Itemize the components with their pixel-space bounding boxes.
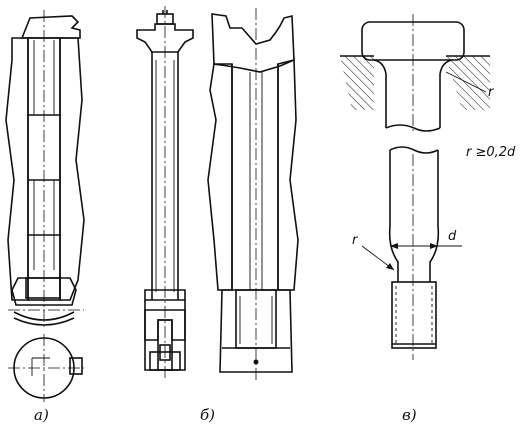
top-head-a	[20, 15, 81, 39]
bolt-shank	[388, 150, 440, 282]
key-slot	[69, 357, 83, 375]
figure-b-housing	[207, 8, 299, 380]
r-leader-top	[445, 71, 487, 93]
r-label-top: r	[488, 85, 495, 100]
housing-head	[211, 13, 295, 73]
lower-body-b	[144, 289, 186, 371]
thread-section	[391, 281, 437, 349]
housing-left-wall	[207, 63, 233, 291]
bolt-neck	[385, 74, 441, 128]
left-sleeve-a	[5, 37, 29, 301]
housing-right-wall	[277, 58, 299, 291]
figure-a	[5, 10, 85, 402]
d-label: d	[448, 229, 457, 244]
r-rule-label: r ≥0,2d	[466, 145, 516, 160]
figure-v: r r ≥0,2d d r	[340, 14, 516, 360]
label-v: в)	[402, 406, 417, 424]
stem-b	[151, 52, 179, 300]
r-label-bottom: r	[352, 233, 359, 248]
label-b: б)	[200, 406, 215, 424]
label-a: a)	[34, 406, 49, 424]
figure-b	[136, 6, 194, 380]
bottom-nut-a	[11, 277, 77, 306]
right-sleeve-a	[59, 37, 85, 301]
break-line	[389, 146, 439, 154]
